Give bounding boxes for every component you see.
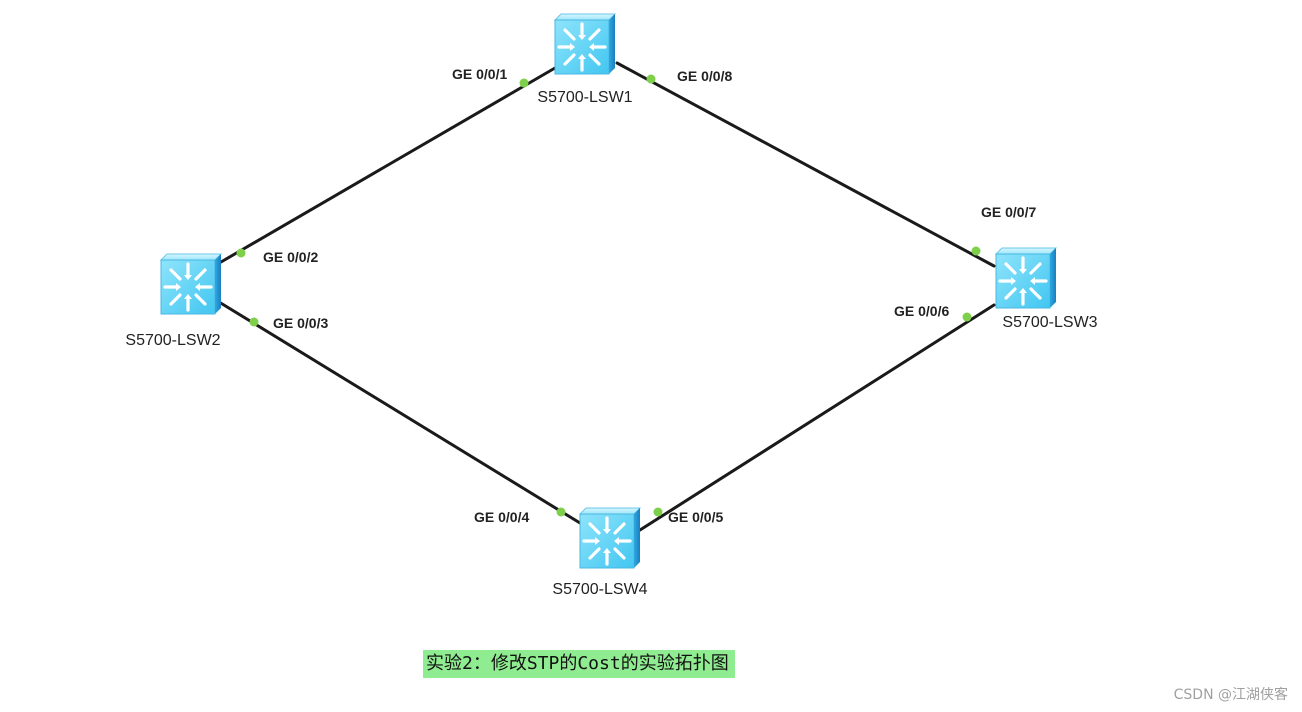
port-label-ge-0-0-6: GE 0/0/6 [894,303,949,319]
port-label-ge-0-0-4: GE 0/0/4 [474,509,529,525]
link-lsw2-lsw4 [217,300,582,525]
port-dot-ge-0-0-6 [962,312,972,322]
switch-lsw3[interactable]: S5700-LSW3 [994,246,1098,331]
port-label-ge-0-0-2: GE 0/0/2 [263,249,318,265]
port-label-ge-0-0-5: GE 0/0/5 [668,509,723,525]
port-dot-ge-0-0-7 [971,246,981,256]
switch-icon [994,246,1058,310]
device-label-lsw3: S5700-LSW3 [1002,314,1097,331]
switch-lsw4[interactable]: S5700-LSW4 [552,506,648,598]
port-label-ge-0-0-1: GE 0/0/1 [452,66,507,82]
device-label-lsw2: S5700-LSW2 [125,332,220,349]
switch-lsw1[interactable]: S5700-LSW1 [537,12,633,106]
device-label-lsw4: S5700-LSW4 [552,581,647,598]
port-dot-ge-0-0-5 [653,507,663,517]
link-lsw1-lsw2 [219,66,557,264]
port-dot-ge-0-0-2 [236,248,246,258]
port-dot-ge-0-0-8 [646,74,656,84]
port-label-ge-0-0-3: GE 0/0/3 [273,315,328,331]
switch-icon [159,252,223,316]
port-dot-ge-0-0-3 [249,317,259,327]
watermark: CSDN @江湖侠客 [1173,687,1288,703]
switch-lsw2[interactable]: S5700-LSW2 [125,252,223,349]
link-lsw4-lsw3 [638,303,996,532]
port-dot-ge-0-0-1 [519,78,529,88]
diagram-caption: 实验2：修改STP的Cost的实验拓扑图 [423,650,735,678]
port-dot-ge-0-0-4 [556,507,566,517]
port-label-ge-0-0-7: GE 0/0/7 [981,204,1036,220]
switch-icon [578,506,642,570]
switch-icon [553,12,617,76]
device-label-lsw1: S5700-LSW1 [537,89,632,106]
link-lsw1-lsw3 [615,61,996,268]
port-label-ge-0-0-8: GE 0/0/8 [677,68,732,84]
